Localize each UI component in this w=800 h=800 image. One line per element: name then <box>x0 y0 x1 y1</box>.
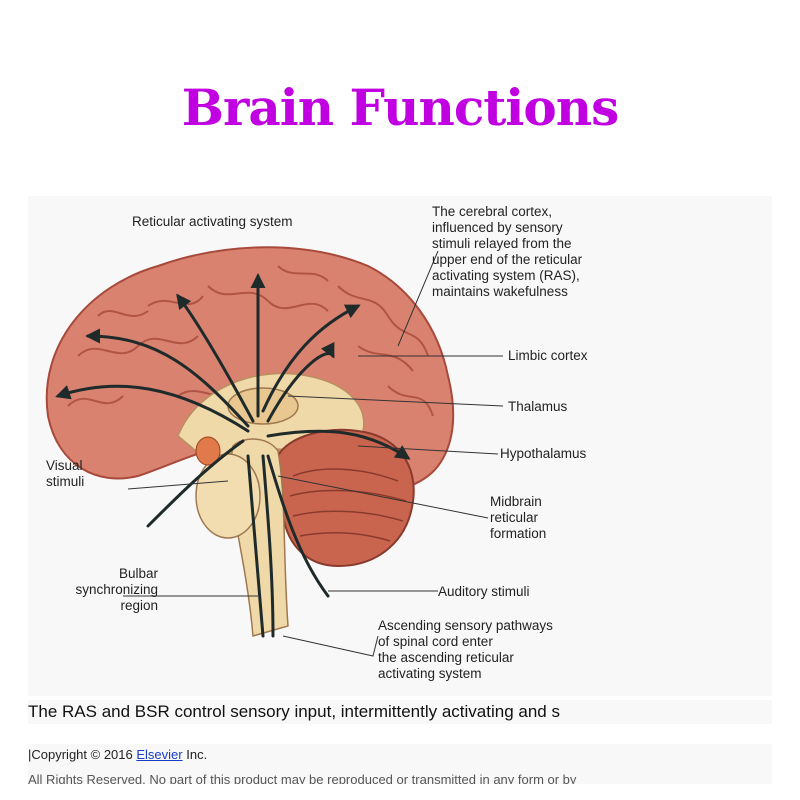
label-limbic-cortex: Limbic cortex <box>508 348 588 363</box>
copyright-prefix: |Copyright © 2016 <box>28 747 137 762</box>
label-bulbar-synchronizing-region: Bulbar synchronizing region <box>75 566 158 613</box>
label-visual-stimuli: Visual stimuli <box>46 458 85 489</box>
label-reticular-activating-system: Reticular activating system <box>132 214 293 229</box>
rights-text: All Rights Reserved. No part of this pro… <box>28 772 577 784</box>
label-thalamus: Thalamus <box>508 399 568 414</box>
label-midbrain-reticular-formation: Midbrain reticular formation <box>490 494 547 541</box>
copyright-notice: |Copyright © 2016 Elsevier Inc. All Righ… <box>28 744 772 784</box>
page-title: Brain Functions <box>181 78 619 137</box>
cerebellum-shape <box>276 428 415 568</box>
copyright-suffix: Inc. <box>182 747 208 762</box>
elsevier-link[interactable]: Elsevier <box>136 747 183 762</box>
label-ascending-sensory-pathways: Ascending sensory pathways of spinal cor… <box>378 618 553 681</box>
brain-diagram: Reticular activating system The cerebral… <box>28 196 772 696</box>
label-hypothalamus: Hypothalamus <box>500 446 587 461</box>
label-cerebral-cortex: The cerebral cortex, influenced by senso… <box>432 204 583 299</box>
figure-caption: The RAS and BSR control sensory input, i… <box>28 700 772 724</box>
label-auditory-stimuli: Auditory stimuli <box>438 584 530 599</box>
brain-illustration <box>45 246 504 657</box>
